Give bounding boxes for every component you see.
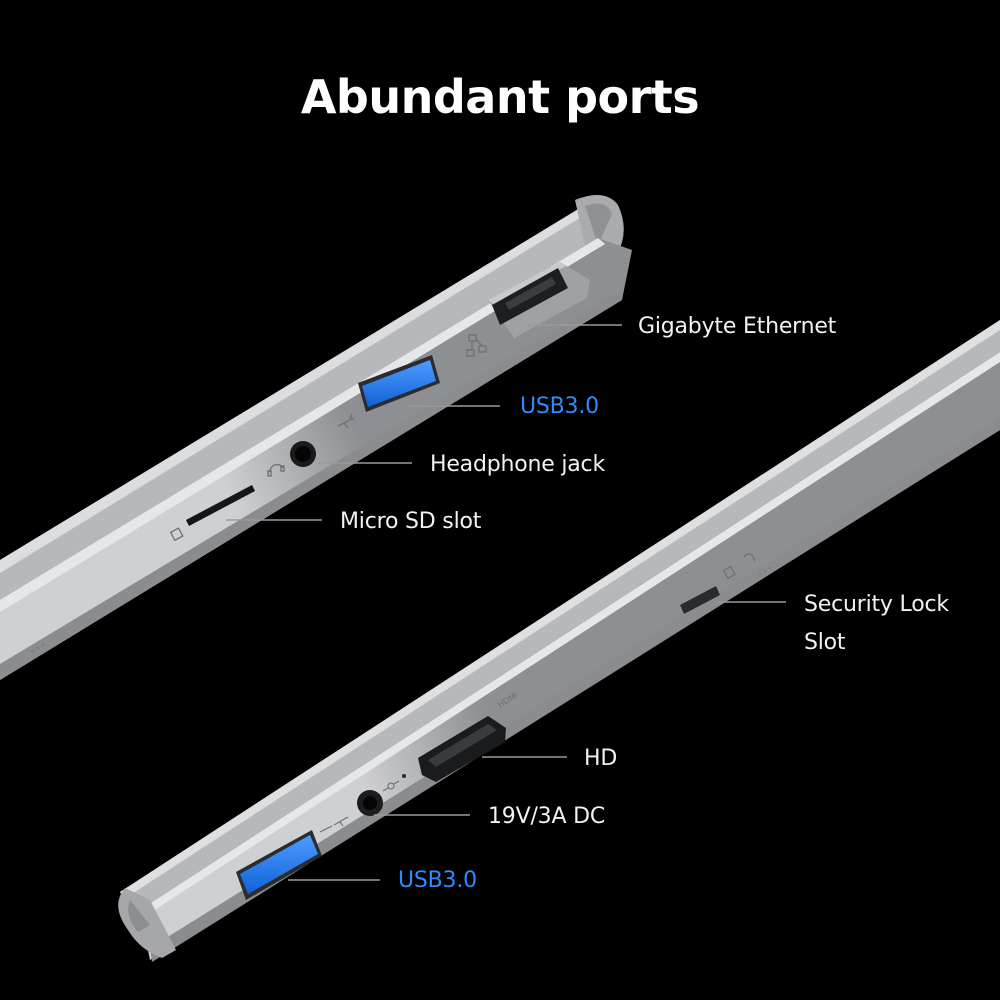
- laptop-left-side: [0, 195, 632, 680]
- label-security-lock-line2: Slot: [804, 630, 846, 655]
- security-lock-slot: [680, 586, 720, 614]
- headphone-icon: [267, 463, 285, 477]
- laptop-right-side: [118, 320, 1000, 962]
- microsd-slot: [186, 485, 255, 526]
- usb-port-left: [358, 355, 440, 412]
- usb-port-right: [236, 830, 322, 900]
- leader-lines: [226, 324, 786, 881]
- hdmi-port: [418, 716, 506, 782]
- vent-dots-right: [758, 566, 772, 576]
- usb-ss-icon: [319, 816, 349, 833]
- label-microsd-slot: Micro SD slot: [340, 509, 482, 534]
- label-gigabit-ethernet: Gigabyte Ethernet: [638, 314, 837, 339]
- network-icon: [466, 334, 487, 357]
- lock-icon: [722, 553, 756, 580]
- label-dc-power: 19V/3A DC: [488, 804, 605, 829]
- page-title: Abundant ports: [300, 70, 700, 124]
- label-usb-left: USB3.0: [520, 394, 599, 419]
- label-headphone-jack: Headphone jack: [430, 452, 605, 477]
- dc-icon: [382, 780, 400, 792]
- label-security-lock: Security Lock Slot: [804, 586, 949, 662]
- label-usb-right: USB3.0: [398, 868, 477, 893]
- vent-dots-left: [31, 643, 45, 653]
- ethernet-port: [492, 268, 568, 325]
- headphone-jack: [290, 441, 316, 467]
- dc-jack: [357, 774, 406, 816]
- label-hdmi: HD: [584, 746, 618, 771]
- microsd-icon: [169, 527, 184, 542]
- usb-icon-left: [337, 413, 355, 429]
- label-security-lock-line1: Security Lock: [804, 592, 949, 617]
